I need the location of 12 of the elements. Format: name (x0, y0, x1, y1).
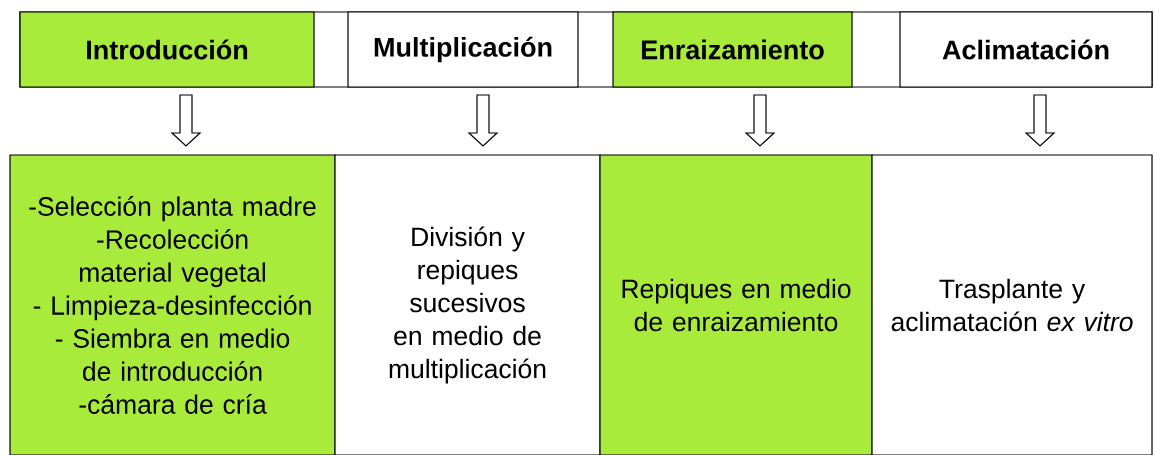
stage-header-box: Introducción (19, 11, 315, 88)
stage-description-box: División y repiques sucesivos en medio de multiplicación (334, 154, 601, 455)
stage-header-box: Aclimatación (899, 11, 1153, 88)
stage-description-box: -Selección planta madre -Recolección material vegetal - Limpieza-desinfección - Siembra en medio de introducción -cámara de cría (9, 154, 336, 455)
block-arrow (170, 94, 202, 147)
block-arrow (1024, 94, 1056, 147)
stage-description-box: Trasplante y aclimatación ex vitro (871, 154, 1153, 455)
stage-description-box: Repiques en medio de enraizamiento (599, 154, 873, 455)
stage-header-box: Enraizamiento (612, 11, 853, 88)
block-arrow (467, 94, 499, 147)
block-arrow (744, 94, 776, 147)
stage-header-box: Multiplicación (347, 11, 579, 88)
